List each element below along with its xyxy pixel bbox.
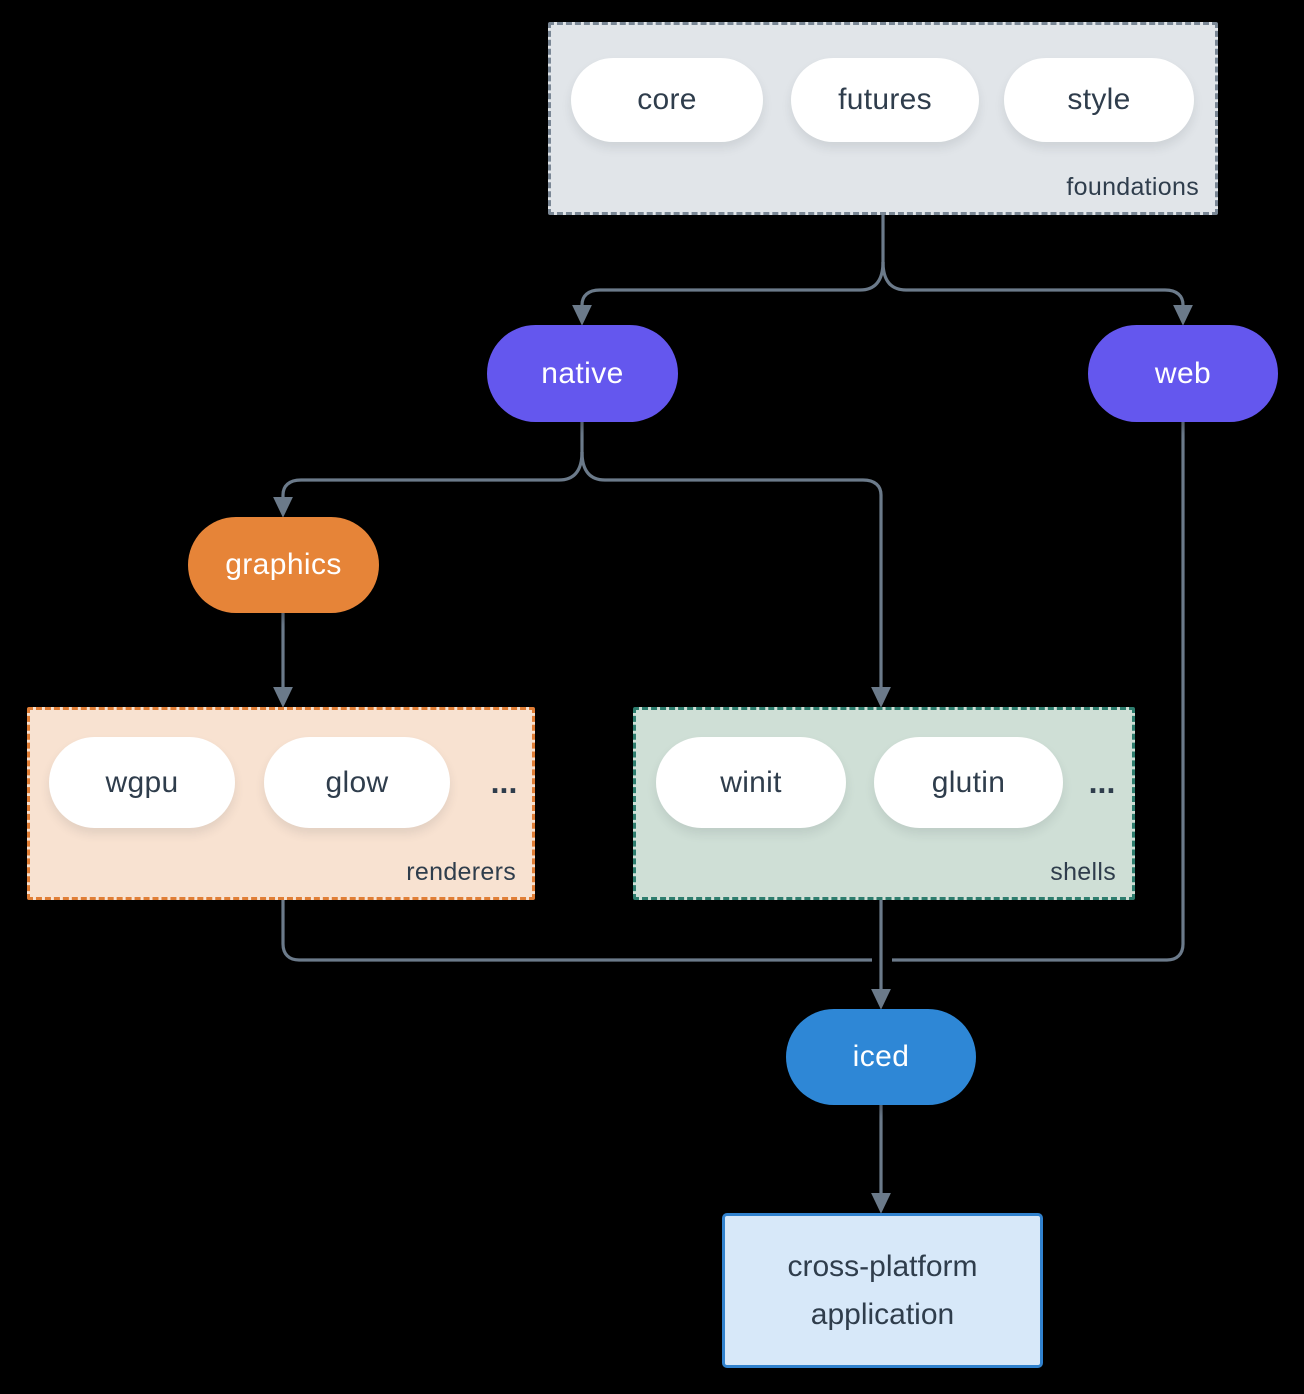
node-native: native xyxy=(487,325,678,422)
group-renderers-label: renderers xyxy=(406,858,516,886)
group-shells-label: shells xyxy=(1050,858,1116,886)
node-wgpu: wgpu xyxy=(49,737,235,828)
node-futures: futures xyxy=(791,58,979,142)
group-foundations-label: foundations xyxy=(1066,173,1199,201)
shells-ellipsis: ... xyxy=(1088,764,1116,800)
edge-foundations-web xyxy=(881,261,1193,326)
node-web: web xyxy=(1088,325,1278,422)
edge-native-graphics xyxy=(273,451,584,518)
edge-renderers-merge xyxy=(281,900,872,962)
node-graphics: graphics xyxy=(188,517,379,613)
node-glutin: glutin xyxy=(874,737,1063,828)
group-renderers: wgpu glow ... renderers xyxy=(27,707,535,900)
node-core: core xyxy=(571,58,763,142)
renderers-ellipsis: ... xyxy=(490,764,518,800)
node-glow: glow xyxy=(264,737,450,828)
edge-foundations-native xyxy=(572,261,885,326)
node-cross-platform-application: cross-platform application xyxy=(722,1213,1043,1368)
node-style: style xyxy=(1004,58,1194,142)
node-iced: iced xyxy=(786,1009,976,1105)
group-foundations: core futures style foundations xyxy=(548,22,1218,215)
node-winit: winit xyxy=(656,737,846,828)
group-shells: winit glutin ... shells xyxy=(633,707,1135,900)
edge-native-shells xyxy=(580,451,891,708)
